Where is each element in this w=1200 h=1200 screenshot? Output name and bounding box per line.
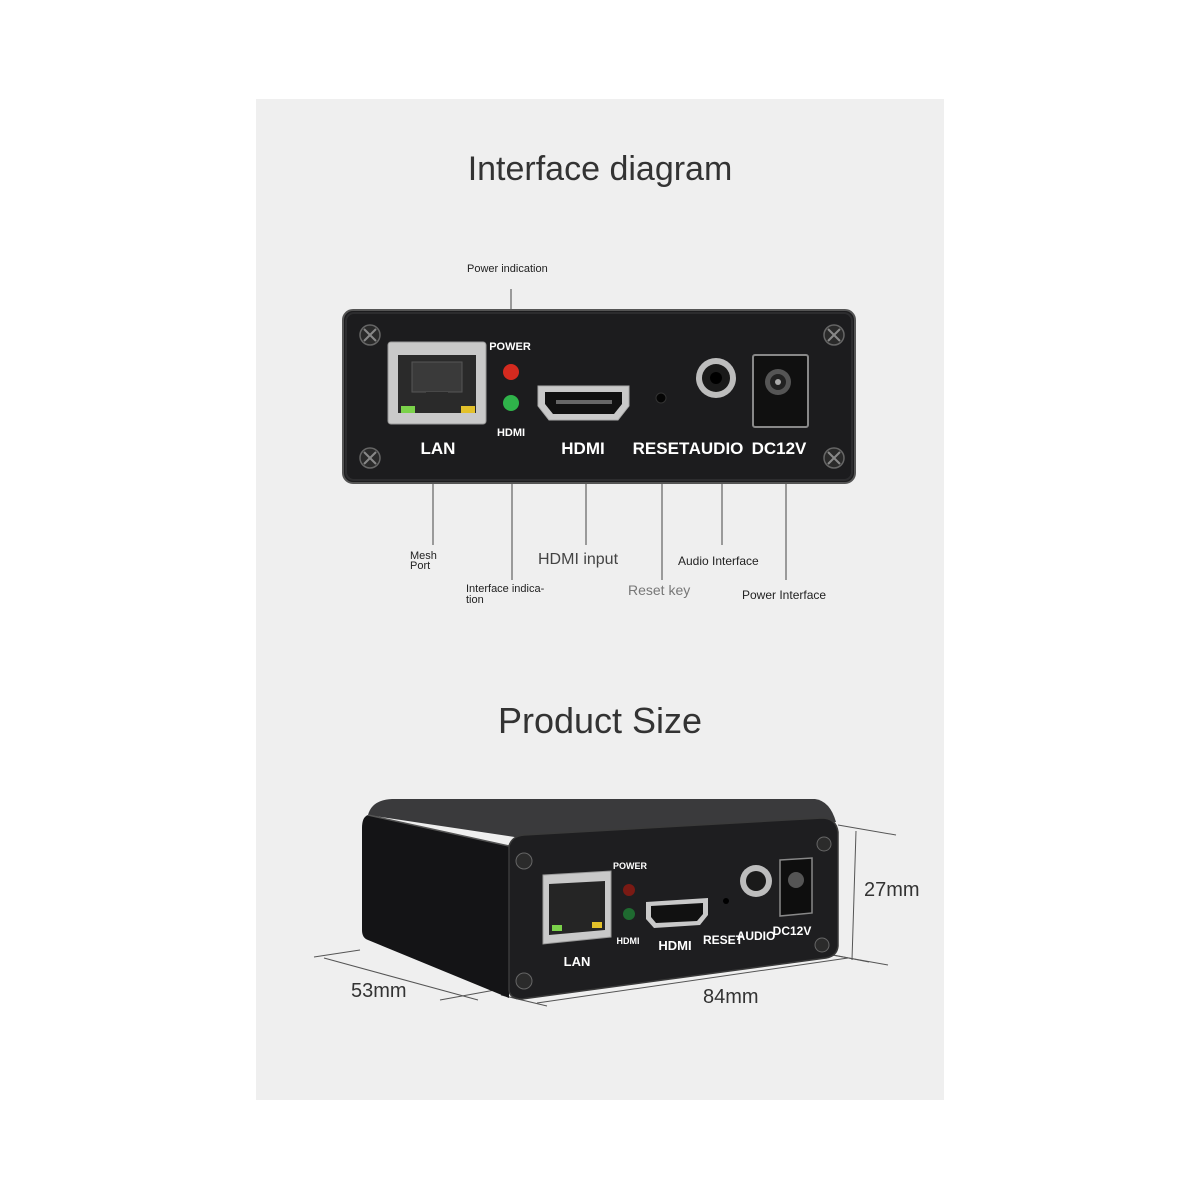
audio-jack-icon (740, 865, 772, 897)
mesh-port-label-1: Mesh (410, 550, 437, 562)
screw-icon (816, 836, 832, 852)
hdmi-led-icon (503, 395, 519, 411)
hdmi-led-label: HDMI (497, 427, 525, 439)
screw-icon (814, 937, 830, 953)
lan-port-icon (542, 870, 612, 945)
mesh-port-label-2: Port (410, 560, 431, 572)
screw-icon (515, 852, 533, 870)
hdmi-label: HDMI (658, 938, 691, 953)
hdmi-port-icon (537, 385, 630, 421)
audio-label: AUDIO (689, 439, 744, 458)
reset-label: RESET (703, 933, 744, 947)
power-led-label: POWER (489, 341, 531, 353)
screw-icon (515, 972, 533, 990)
dc-label: DC12V (773, 924, 812, 938)
hdmi-led-icon (623, 908, 635, 920)
height-dimension-label: 27mm (864, 879, 920, 901)
lan-label: LAN (564, 954, 591, 969)
hdmi-label: HDMI (561, 439, 604, 458)
power-led-icon (623, 884, 635, 896)
power-interface-label: Power Interface (742, 588, 827, 602)
product-size-title: Product Size (497, 700, 703, 741)
power-indication-label: Power indication (467, 263, 548, 275)
interface-indication-label-2: tion (466, 594, 484, 606)
dc-jack-icon (779, 857, 813, 917)
reset-label: RESET (633, 439, 690, 458)
lan-label: LAN (421, 439, 456, 458)
device-side-face (362, 815, 509, 998)
width-dimension-label: 84mm (703, 986, 759, 1008)
power-led-label: POWER (613, 861, 648, 871)
callout-lines (432, 289, 787, 580)
power-led-icon (503, 364, 519, 380)
audio-label: AUDIO (737, 929, 776, 943)
dc-label: DC12V (752, 439, 807, 458)
dc-jack-icon (752, 354, 809, 428)
lan-port-icon (387, 341, 487, 425)
audio-jack-icon (696, 358, 736, 398)
depth-dimension-label: 53mm (351, 980, 407, 1002)
reset-pinhole-icon (655, 392, 667, 404)
reset-key-label: Reset key (628, 582, 691, 598)
hdmi-led-label: HDMI (617, 936, 640, 946)
reset-pinhole-icon (723, 898, 729, 904)
hdmi-port-icon (646, 898, 708, 928)
hdmi-input-label: HDMI input (538, 551, 619, 568)
audio-interface-label: Audio Interface (678, 554, 759, 568)
device-top-face (368, 799, 836, 842)
interface-diagram-title: Interface diagram (467, 150, 733, 188)
interface-indication-label-1: Interface indica- (466, 583, 545, 595)
